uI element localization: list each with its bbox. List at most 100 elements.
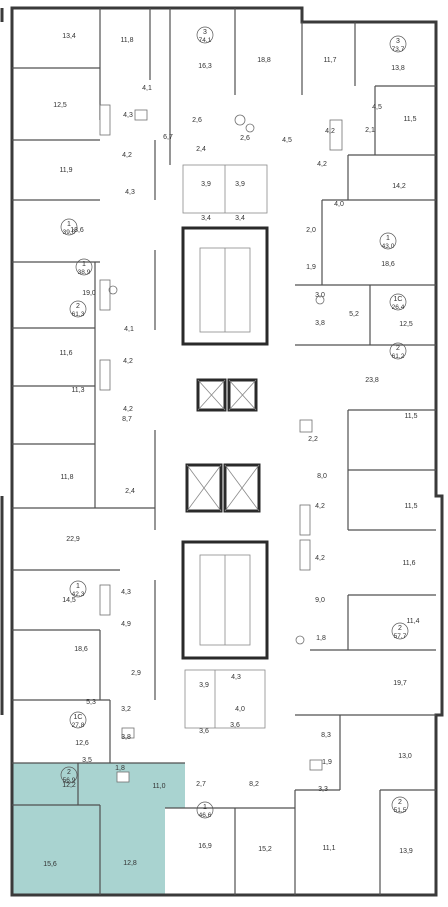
apartment-area: 56,9 [63,777,76,784]
room-area-label: 4,1 [142,85,152,92]
room-area-label: 11,6 [402,560,415,567]
room-area-label: 18,8 [257,57,271,64]
apartment-rooms: 1 [76,583,80,590]
room-area-label: 3,0 [315,292,325,299]
apartment-area: 57,7 [394,633,407,640]
room-area-label: 22,9 [66,536,80,543]
room-area-label: 1,9 [322,759,332,766]
room-area-label: 5,2 [349,311,359,318]
apartment-marker[interactable] [60,766,78,784]
apartment-marker[interactable] [69,580,87,598]
apartment-marker[interactable] [389,293,407,311]
room-area-label: 14,2 [392,183,406,190]
apartment-rooms: 2 [398,799,402,806]
room-area-label: 11,4 [406,618,419,625]
room-area-label: 2,1 [365,127,375,134]
room-area-label: 2,2 [308,436,318,443]
room-area-label: 12,2 [62,782,76,789]
room-area-label: 2,9 [131,670,141,677]
apartment-area: 61,3 [72,311,85,318]
room-area-label: 1,8 [316,635,326,642]
room-area-label: 4,2 [317,161,327,168]
room-area-label: 4,2 [123,406,133,413]
apartment-area: 73,7 [392,46,405,53]
apartment-rooms: 1С [74,714,83,721]
apartment-rooms: 1 [82,261,86,268]
room-area-label: 4,0 [334,201,344,208]
room-area-label: 18,6 [381,261,395,268]
room-area-label: 15,2 [258,846,272,853]
room-area-label: 15,6 [43,861,57,868]
room-area-label: 4,5 [372,104,382,111]
apartment-marker[interactable] [196,801,214,819]
room-area-label: 3,9 [201,181,211,188]
room-area-label: 3,3 [318,786,328,793]
apartment-rooms: 3 [396,38,400,45]
apartment-area: 42,3 [72,591,85,598]
room-area-label: 19,0 [82,290,96,297]
apartment-marker[interactable] [75,258,93,276]
room-area-label: 4,0 [235,706,245,713]
room-area-label: 18,6 [74,646,88,653]
room-area-label: 13,4 [62,33,76,40]
apartment-area: 38,9 [78,269,91,276]
apartment-marker[interactable] [391,796,409,814]
apartment-marker[interactable] [389,35,407,53]
room-area-label: 3,9 [199,682,209,689]
room-area-label: 4,3 [125,189,135,196]
room-area-label: 2,6 [240,135,250,142]
room-area-label: 12,5 [53,102,67,109]
apartment-marker[interactable] [69,711,87,729]
apartment-marker[interactable] [391,622,409,640]
room-area-label: 11,5 [404,413,417,420]
apartment-rooms: 1 [386,235,390,242]
highlighted-apartment[interactable] [12,763,185,895]
apartment-marker[interactable] [69,300,87,318]
room-area-label: 4,9 [121,621,131,628]
room-area-label: 5,3 [86,699,96,706]
room-area-label: 19,7 [393,680,407,687]
building-outline [0,6,444,897]
apartment-area: 39,0 [63,229,76,236]
room-area-label: 4,2 [315,555,325,562]
room-area-label: 11,7 [323,57,336,64]
room-area-label: 4,1 [124,326,134,333]
room-area-label: 3,4 [201,215,211,222]
apartment-area: 51,5 [394,807,407,814]
apartment-rooms: 2 [67,769,71,776]
room-area-label: 3,6 [230,722,240,729]
room-area-label: 23,8 [365,377,379,384]
room-area-label: 18,6 [70,227,84,234]
apartment-area: 43,0 [382,243,395,250]
room-area-label: 3,2 [121,706,131,713]
room-area-label: 13,8 [391,65,405,72]
room-area-label: 3,5 [82,757,92,764]
room-area-label: 11,8 [60,474,73,481]
room-area-label: 3,8 [315,320,325,327]
room-area-label: 2,4 [125,488,135,495]
apartment-area: 27,8 [72,722,85,729]
room-area-label: 3,6 [199,728,209,735]
room-area-label: 8,2 [249,781,259,788]
apartment-marker[interactable] [60,218,78,236]
room-area-label: 2,6 [192,117,202,124]
apartment-marker[interactable] [196,26,214,44]
apartment-marker[interactable] [389,342,407,360]
apartment-rooms: 2 [396,345,400,352]
apartment-rooms: 2 [398,625,402,632]
apartment-rooms: 1С [394,296,403,303]
room-area-label: 4,2 [315,503,325,510]
room-area-label: 14,5 [62,597,76,604]
room-area-label: 11,6 [59,350,72,357]
apartment-marker[interactable] [379,232,397,250]
room-area-label: 13,9 [399,848,413,855]
room-area-label: 11,5 [404,503,417,510]
room-area-label: 11,5 [403,116,416,123]
room-area-label: 4,2 [325,128,335,135]
apartment-area: 26,4 [392,304,405,311]
room-area-label: 2,7 [196,781,206,788]
apartment-rooms: 1 [67,221,71,228]
room-area-label: 11,0 [152,783,165,790]
